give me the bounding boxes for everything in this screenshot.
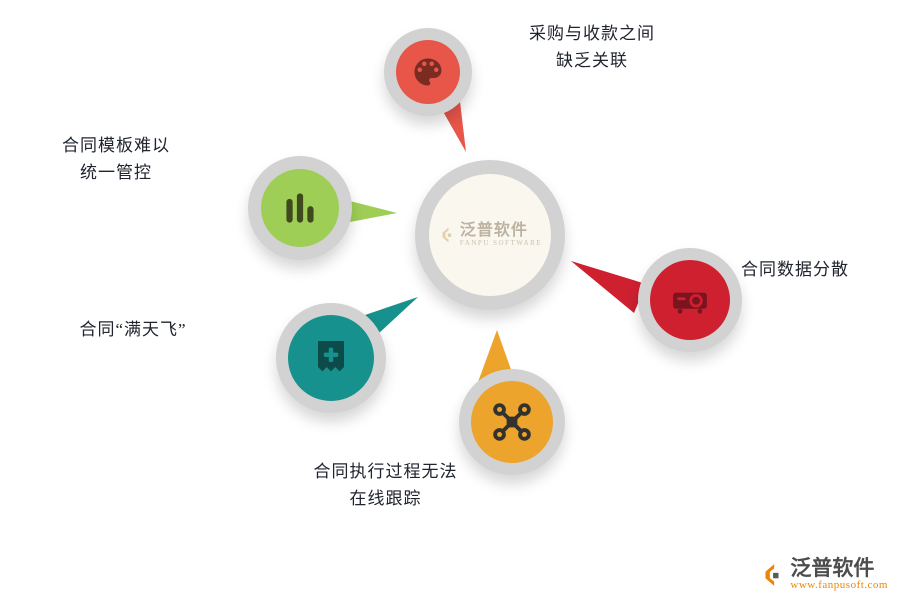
label-line: 缺乏关联: [556, 51, 628, 70]
node-circle-data-scattered: [638, 248, 742, 352]
node-face-execution: [471, 381, 553, 463]
watermark-text: 泛普软件 FANPU SOFTWARE: [460, 222, 542, 247]
watermark-subtitle: FANPU SOFTWARE: [459, 238, 543, 247]
watermark-title: 泛普软件: [459, 222, 528, 240]
node-circle-template: [248, 156, 352, 260]
node-face-flying: [288, 315, 374, 401]
center-circle: 泛普软件 FANPU SOFTWARE: [415, 160, 565, 310]
node-circle-flying: [276, 303, 386, 413]
label-line: 合同执行过程无法: [313, 462, 458, 481]
brand-title: 泛普软件: [790, 557, 875, 581]
fanpu-watermark-icon: [442, 227, 452, 243]
fanpu-logo-icon: [765, 564, 779, 587]
pointer-green: [350, 201, 397, 222]
label-line: 统一管控: [80, 163, 152, 182]
node-label-data-scattered: 合同数据分散: [710, 256, 880, 283]
projector-icon: [673, 292, 707, 314]
drone-icon: [493, 403, 531, 441]
node-circle-procurement: [384, 28, 472, 116]
center-circle-face: 泛普软件 FANPU SOFTWARE: [429, 174, 551, 296]
brand-footer: 泛普软件 www.fanpusoft.com: [759, 558, 888, 592]
brand-text: 泛普软件 www.fanpusoft.com: [790, 558, 888, 592]
label-line: 合同“满天飞”: [79, 320, 187, 339]
label-line: 在线跟踪: [349, 489, 422, 508]
watermark: 泛普软件 FANPU SOFTWARE: [438, 222, 542, 247]
node-label-template: 合同模板难以 统一管控: [26, 132, 206, 186]
brand-url: www.fanpusoft.com: [790, 579, 888, 592]
bar-chart-icon: [286, 193, 314, 223]
palette-icon: [414, 58, 442, 86]
label-line: 采购与收款之间: [529, 24, 655, 43]
ticket-machine-icon: [318, 341, 344, 372]
node-label-procurement: 采购与收款之间 缺乏关联: [492, 20, 692, 74]
node-face-template: [261, 169, 339, 247]
label-line: 合同数据分散: [741, 260, 849, 279]
label-line: 合同模板难以: [62, 136, 170, 155]
node-circle-execution: [459, 369, 565, 475]
pointer-right-red: [571, 261, 646, 313]
node-label-flying: 合同“满天飞”: [38, 316, 228, 343]
node-label-execution: 合同执行过程无法 在线跟踪: [283, 458, 488, 512]
node-face-data-scattered: [650, 260, 730, 340]
node-face-procurement: [396, 40, 460, 104]
